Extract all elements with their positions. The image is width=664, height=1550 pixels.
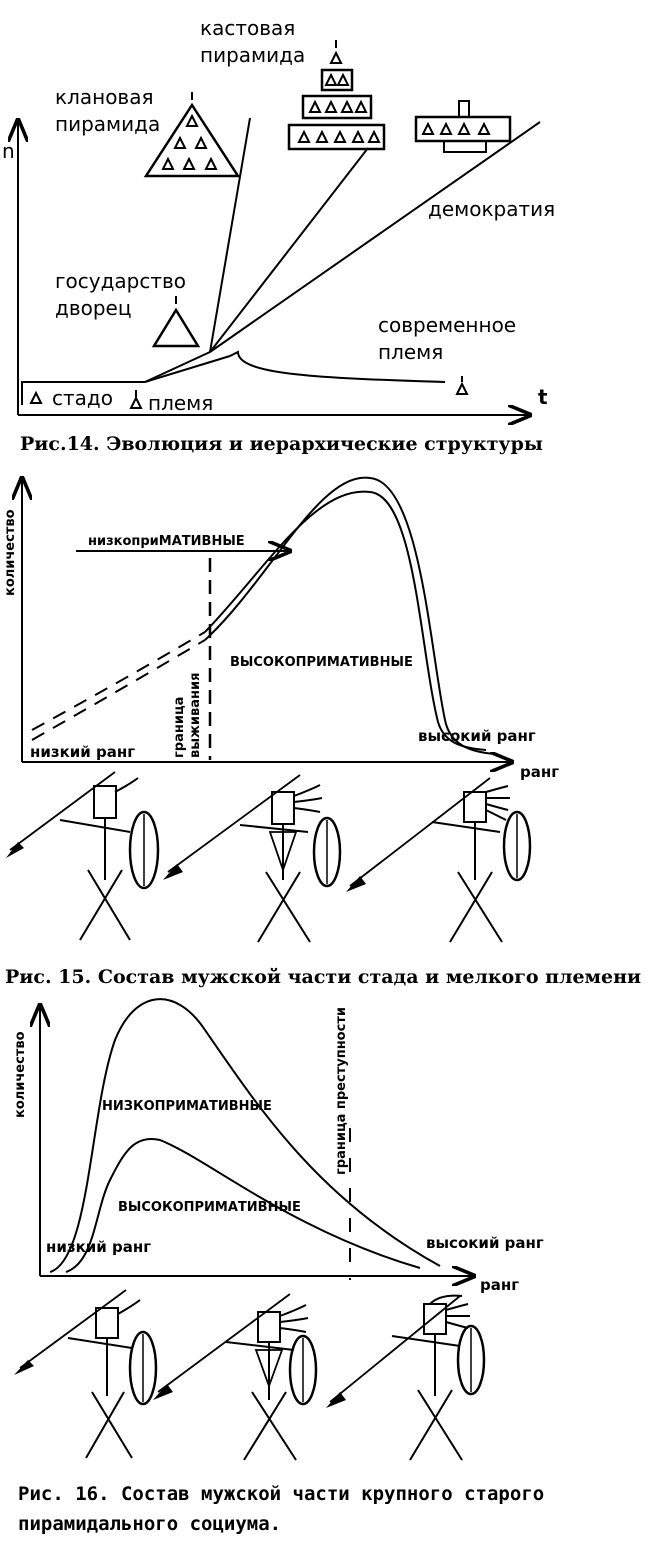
figure-14: n t стадо племя клановая пирамида кастов… xyxy=(2,16,555,455)
survival-label-1: граница xyxy=(172,697,187,758)
fig16-caption-line-2: пирамидального социума. xyxy=(18,1513,281,1535)
fig16-x-label: ранг xyxy=(480,1276,519,1294)
clan-pyramid-icon xyxy=(143,102,241,178)
survival-label-2: выживания xyxy=(188,673,203,758)
warrior-4-icon xyxy=(14,1289,158,1459)
state-label-2: дворец xyxy=(55,296,131,320)
fig16-inner-curve xyxy=(65,1138,421,1273)
figure-15: количество ранг граница выживания низкоп… xyxy=(3,478,641,988)
fig15-high-primative-label: ВЫСОКОПРИМАТИВНЫЕ xyxy=(230,655,413,670)
state-pyramid-icon xyxy=(151,307,201,348)
tribe-triangle-icon xyxy=(130,397,142,409)
herd-line xyxy=(21,381,145,405)
fig15-high-rank-label: высокий ранг xyxy=(418,727,536,745)
fig15-y-label: количество xyxy=(3,509,18,596)
warrior-1-icon xyxy=(6,771,160,941)
herd-label: стадо xyxy=(52,386,113,410)
fig15-caption: Рис. 15. Состав мужской части стада и ме… xyxy=(5,966,641,988)
modern-tribe-label-2: племя xyxy=(378,340,443,364)
modern-tribe-label-1: современное xyxy=(378,313,516,337)
fig14-caption: Рис.14. Эволюция и иерархические структу… xyxy=(20,433,543,455)
modern-tribe-triangle-icon xyxy=(456,383,468,395)
fig15-outer-curve xyxy=(204,476,496,755)
democracy-label: демократия xyxy=(428,197,555,221)
fig16-high-rank-label: высокий ранг xyxy=(426,1234,544,1252)
fig14-y-label: n xyxy=(2,139,15,163)
warrior-6-icon xyxy=(326,1294,486,1461)
fig16-outer-curve xyxy=(49,998,441,1273)
fig16-low-rank-label: низкий ранг xyxy=(46,1238,151,1256)
caste-label-1: кастовая xyxy=(200,16,295,40)
clan-label-2: пирамида xyxy=(55,112,160,136)
fig15-low-primative-label: низкоприМАТИВНЫЕ xyxy=(88,534,245,549)
fig14-x-label: t xyxy=(538,385,548,409)
fig16-low-primative-label: НИЗКОПРИМАТИВНЫЕ xyxy=(102,1099,272,1114)
fig16-high-primative-label: ВЫСОКОПРИМАТИВНЫЕ xyxy=(118,1200,301,1215)
clan-label-1: клановая xyxy=(55,85,154,109)
fig16-caption-line-1: Рис. 16. Состав мужской части крупного с… xyxy=(18,1483,544,1505)
caste-top-box xyxy=(320,68,354,92)
democracy-line xyxy=(209,121,541,353)
fig15-low-rank-label: низкий ранг xyxy=(30,743,135,761)
herd-triangle-icon xyxy=(30,392,42,404)
caste-label-2: пирамида xyxy=(200,43,305,67)
modern-tribe-line xyxy=(229,350,446,383)
caste-bottom-box xyxy=(287,123,386,151)
tribe-label: племя xyxy=(148,391,213,415)
crime-label: граница преступности xyxy=(334,1007,349,1175)
warrior-3-icon xyxy=(346,777,532,943)
state-label-1: государство xyxy=(55,269,186,293)
warrior-5-icon xyxy=(153,1293,318,1461)
fig16-y-label: количество xyxy=(13,1031,28,1118)
fig15-x-label: ранг xyxy=(520,763,559,781)
figure-16: количество ранг граница преступности НИЗ… xyxy=(13,998,544,1535)
caste-mid-box xyxy=(301,94,373,120)
caste-line xyxy=(209,147,369,353)
warrior-2-icon xyxy=(163,774,342,943)
clan-line xyxy=(209,117,251,353)
